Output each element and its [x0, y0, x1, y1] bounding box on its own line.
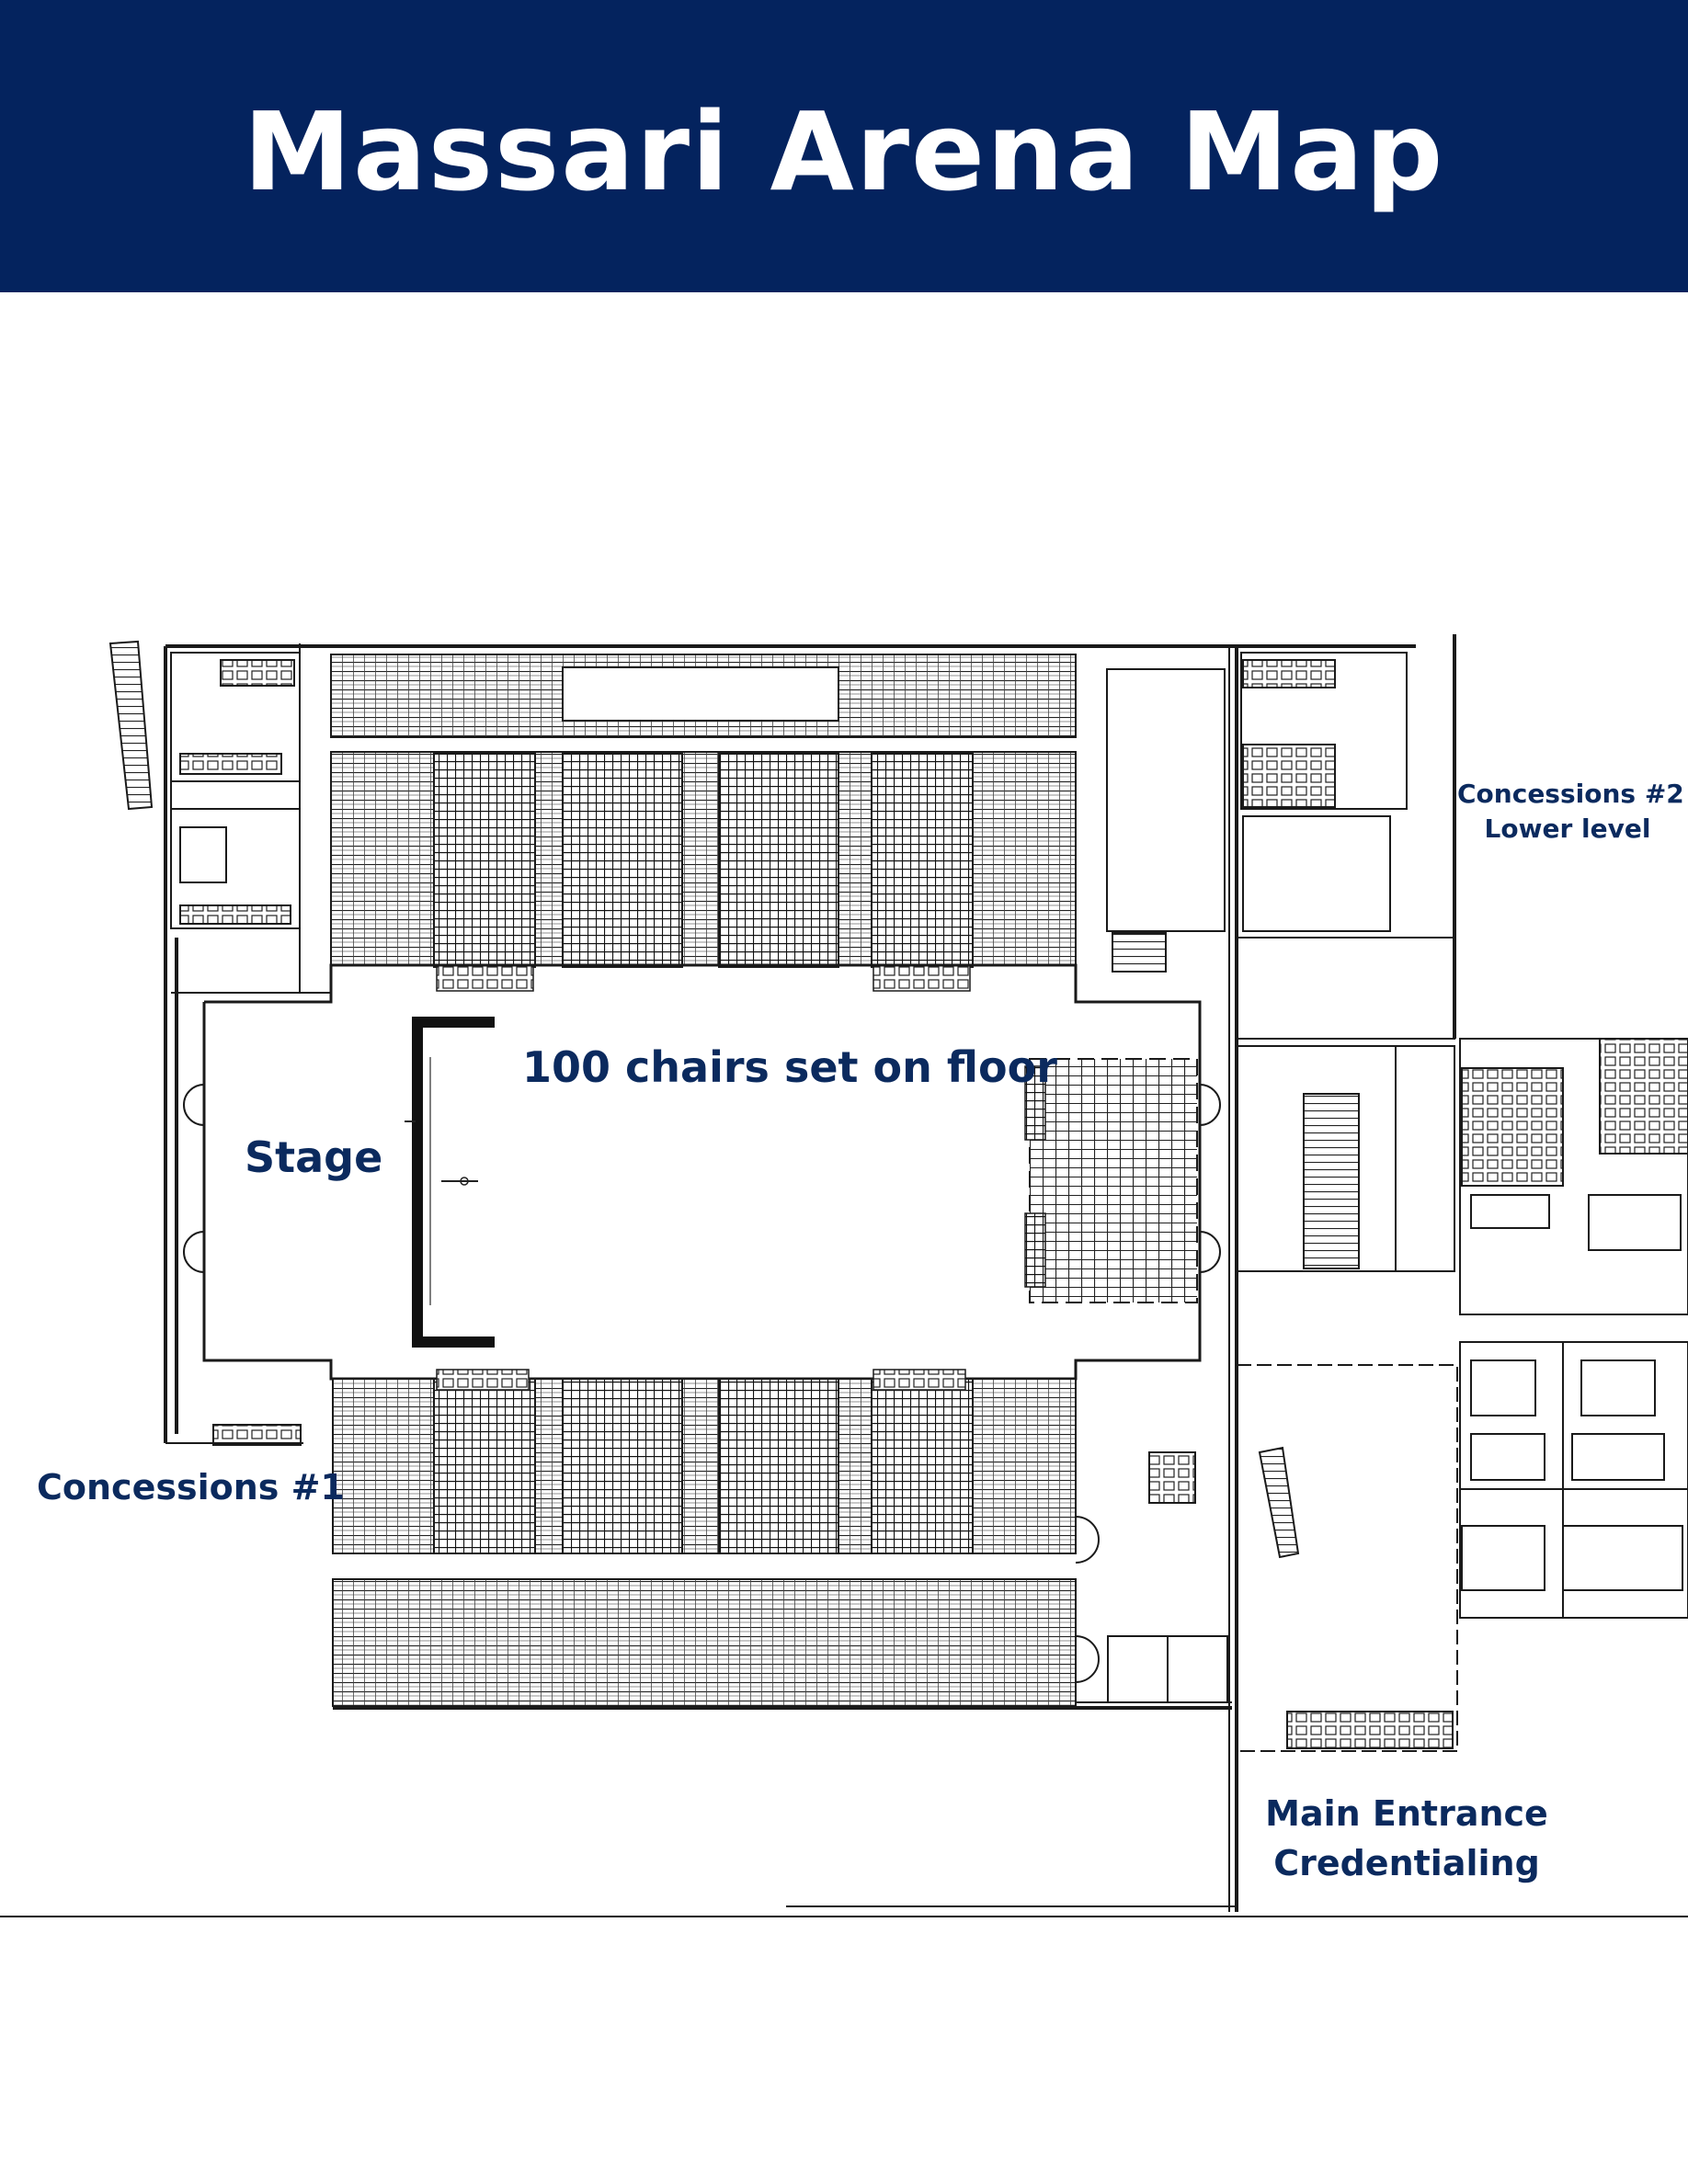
upper-seating: [330, 654, 1077, 992]
header-banner: Massari Arena Map: [0, 0, 1688, 292]
stage: [405, 1017, 495, 1348]
label-main-entrance: Main Entrance Credentialing: [1260, 1789, 1554, 1888]
label-main-entrance-line1: Main Entrance: [1265, 1793, 1548, 1834]
label-floor-chairs: 100 chairs set on floor: [522, 1042, 1057, 1092]
right-service-rooms: [1075, 668, 1228, 1703]
office-wing: [1459, 1038, 1688, 1619]
label-main-entrance-line2: Credentialing: [1273, 1843, 1540, 1883]
left-ramp: [108, 640, 154, 811]
arena-floor: [183, 963, 1221, 1381]
label-concessions-1: Concessions #1: [37, 1467, 345, 1507]
label-concessions-2: Concessions #2 Lower level: [1457, 777, 1684, 847]
floor-chair-block: [1024, 1058, 1198, 1303]
label-concessions-2-line2: Lower level: [1484, 813, 1651, 844]
concessions-1-area: [165, 1424, 303, 1446]
annex-building: [1236, 634, 1458, 1912]
page-title: Massari Arena Map: [243, 88, 1445, 215]
label-concessions-2-line1: Concessions #2: [1457, 779, 1684, 809]
label-stage: Stage: [245, 1132, 383, 1182]
floor-plan: [108, 634, 1688, 1912]
lower-seating: [332, 1369, 1077, 1707]
restrooms-top-left: [170, 643, 331, 994]
bottom-divider: [0, 1916, 1688, 1917]
